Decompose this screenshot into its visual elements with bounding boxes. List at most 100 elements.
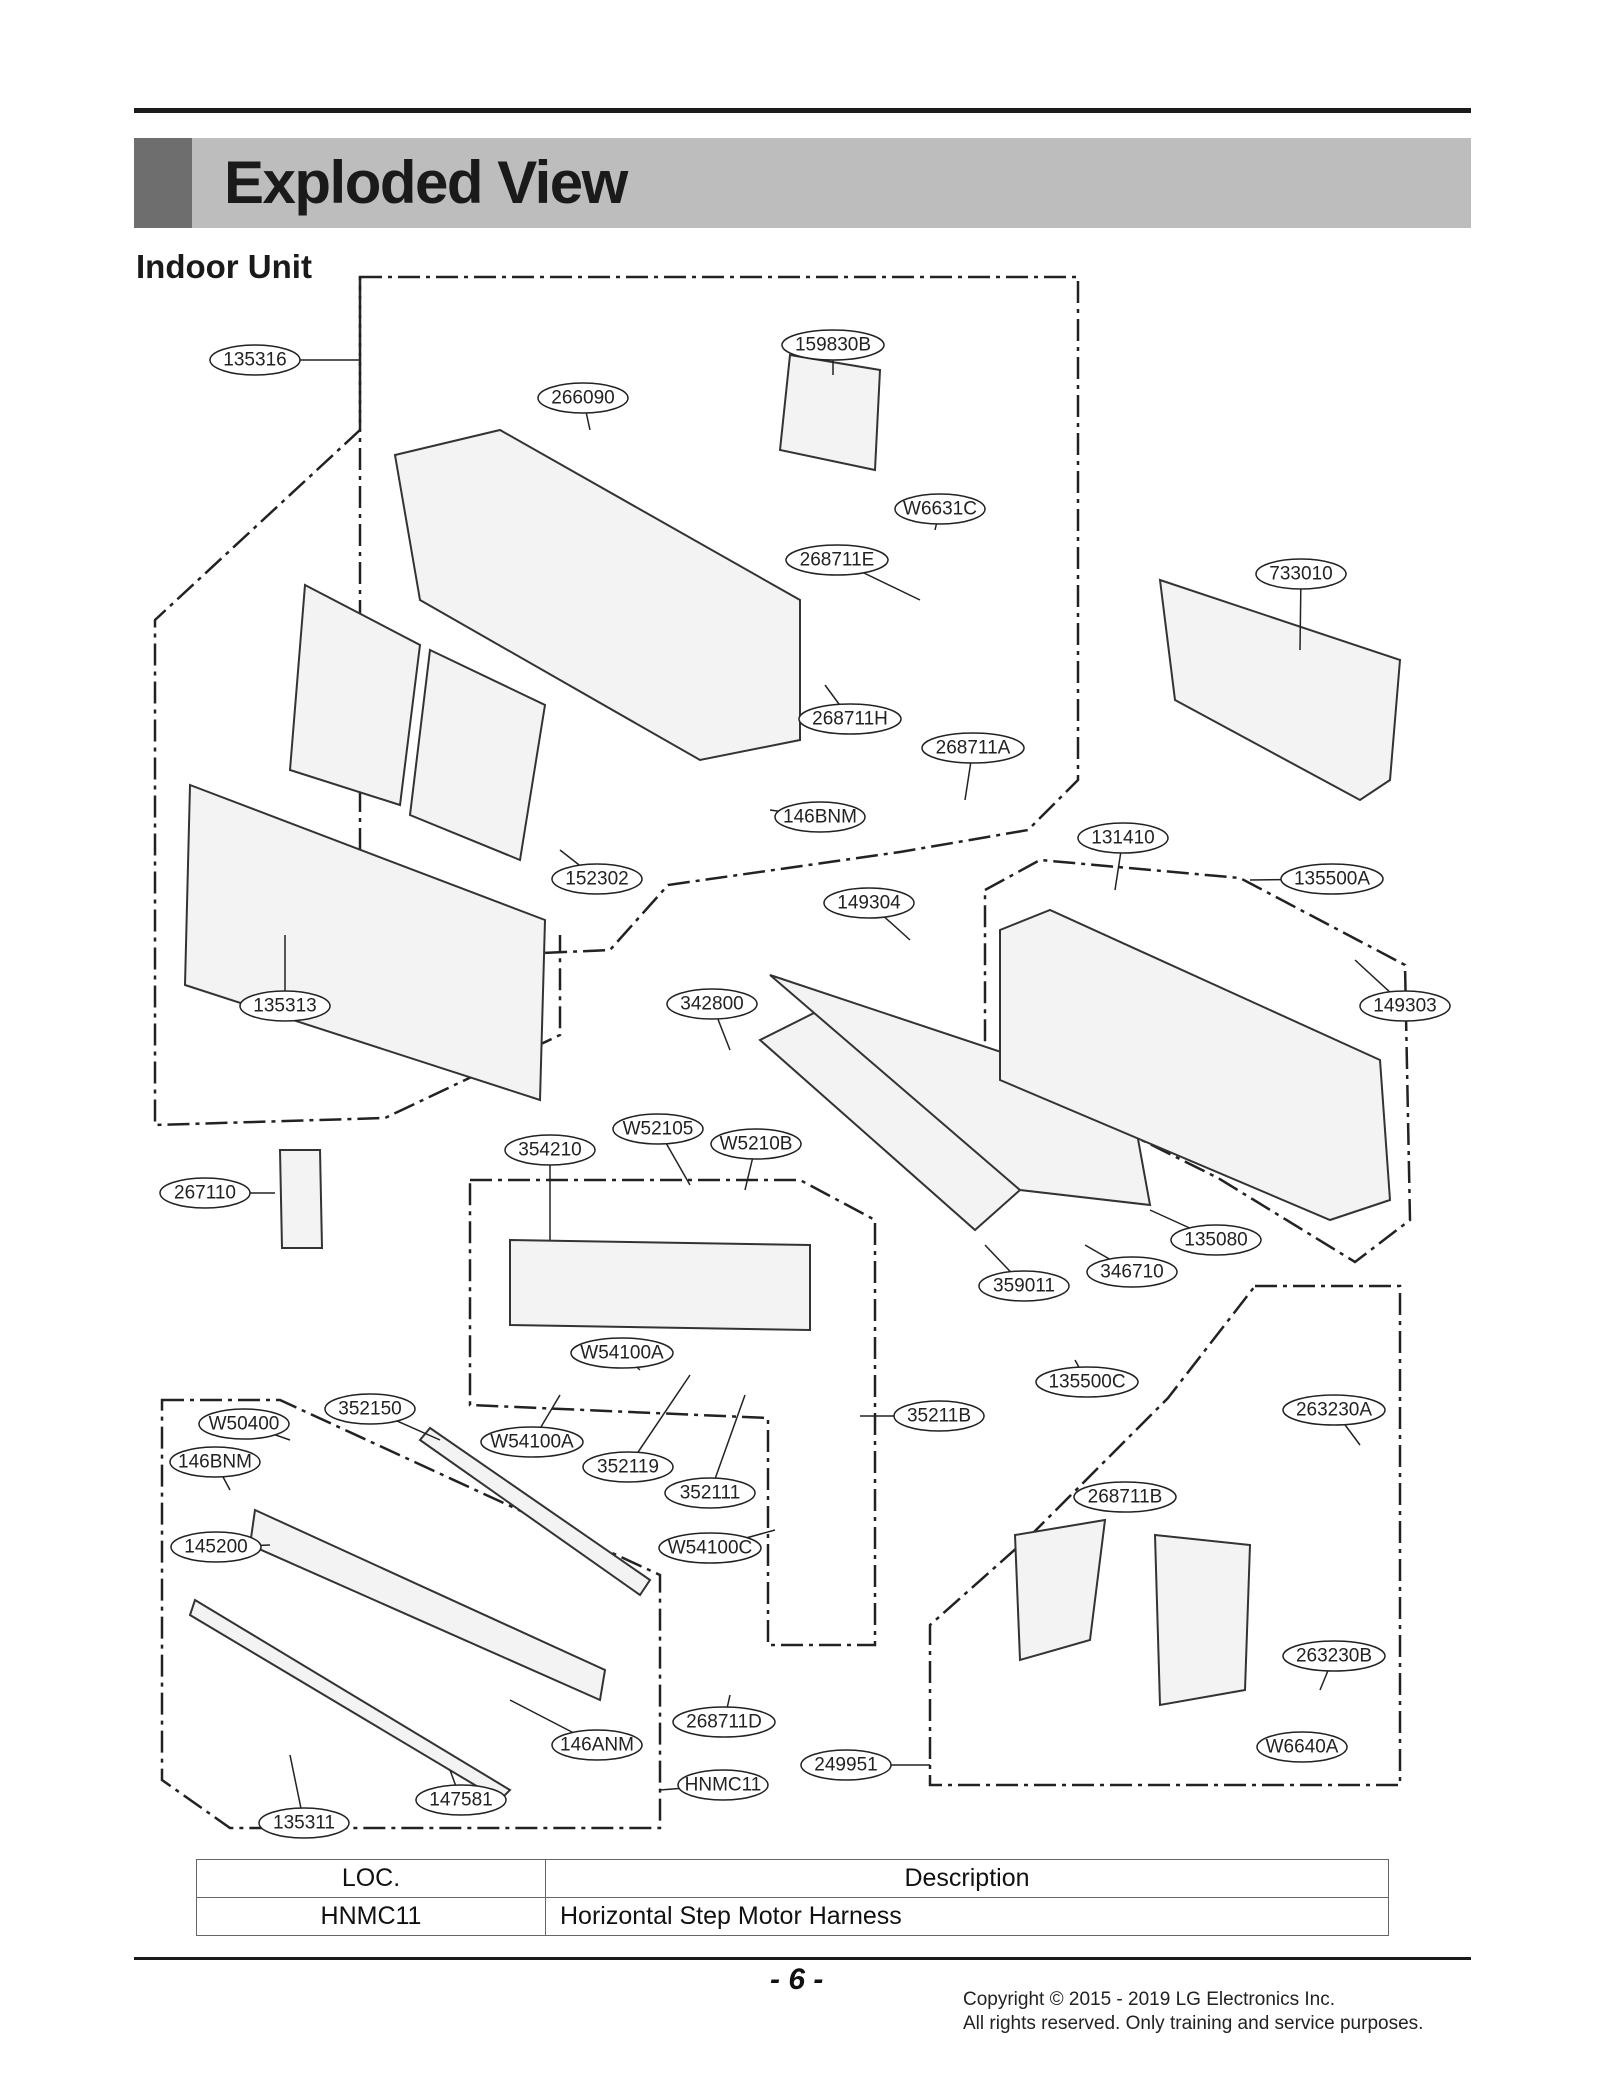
callout-bubble: [785, 544, 889, 576]
callout-146anm: 146ANM: [509, 1699, 643, 1761]
vane-assembly: [248, 1508, 607, 1702]
group-outline-control-box: [928, 1284, 1402, 1787]
callout-268711e: 268711E: [785, 544, 921, 601]
callout-263230b: 263230B: [1282, 1640, 1386, 1691]
callout-label: 267110: [174, 1183, 236, 1204]
callout-bubble: [1255, 558, 1347, 590]
callout-label: W6631C: [903, 499, 977, 520]
callout-bubble: [664, 1477, 756, 1509]
callout-label: W6640A: [1266, 1737, 1339, 1758]
callout-bubble: [582, 1451, 674, 1483]
callout-label: 145200: [184, 1537, 247, 1558]
callout-label: 268711D: [686, 1712, 762, 1733]
callout-label: 268711E: [800, 550, 875, 571]
drain-hose: [418, 1426, 652, 1597]
callout-label: 35211B: [907, 1406, 971, 1427]
display-pcb-assembly: [778, 353, 882, 472]
evaporator-coil: [509, 1238, 811, 1332]
callout-hnmc11: HNMC11: [659, 1769, 769, 1801]
callout-149303: 149303: [1354, 959, 1451, 1022]
callout-bubble: [710, 1128, 802, 1160]
callout-label: 249951: [814, 1755, 877, 1776]
callout-135500a: 135500A: [1249, 863, 1384, 895]
callout-label: W54100A: [490, 1432, 574, 1453]
callout-146bnm: 146BNM: [769, 801, 866, 833]
group-outline-evaporator: [468, 1178, 877, 1647]
callout-bubble: [1073, 1481, 1177, 1513]
callout-147581: 147581: [415, 1769, 507, 1816]
filter-right: [408, 648, 547, 862]
callout-bubble: [198, 1408, 290, 1440]
callout-268711h: 268711H: [798, 684, 902, 735]
copyright-line-2: All rights reserved. Only training and s…: [963, 2013, 1424, 2034]
callout-bubble: [677, 1769, 769, 1801]
callout-135316: 135316: [209, 344, 360, 376]
callout-label: 149304: [837, 893, 901, 914]
callout-35211b: 35211B: [860, 1400, 985, 1432]
callout-268711d: 268711D: [672, 1694, 776, 1738]
callout-bubble: [1256, 1731, 1348, 1763]
copyright-line-1: Copyright © 2015 - 2019 LG Electronics I…: [963, 1989, 1336, 2010]
callout-label: 352111: [680, 1483, 741, 1504]
group-outline-vane: [160, 1398, 662, 1830]
callout-label: 152302: [565, 869, 628, 890]
callout-bubble: [672, 1706, 776, 1738]
top-rule: [134, 108, 1471, 113]
callout-label: 352119: [597, 1457, 659, 1478]
callout-label: W52105: [623, 1119, 694, 1140]
control-box: [1153, 1533, 1252, 1707]
callout-bubble: [551, 1729, 643, 1761]
page-number: - 6 -: [770, 1963, 824, 1996]
callout-label: 149303: [1373, 996, 1436, 1017]
callout-346710: 346710: [1084, 1244, 1178, 1288]
callout-leader-line: [709, 1394, 746, 1494]
bottom-rule: [134, 1957, 1471, 1960]
callout-label: 135080: [1184, 1230, 1247, 1251]
callout-label: 146BNM: [783, 807, 857, 828]
callout-label: W5210B: [720, 1134, 793, 1155]
callout-bubble: [324, 1393, 416, 1425]
legend-row: HNMC11 Horizontal Step Motor Harness: [196, 1897, 1389, 1936]
callout-bubble: [894, 493, 986, 525]
callout-bubble: [921, 732, 1025, 764]
title-bar: Exploded View: [134, 138, 1471, 228]
legend-header-row: LOC. Description: [196, 1859, 1389, 1898]
callout-label: 159830B: [795, 335, 871, 356]
callout-label: 135316: [223, 350, 286, 371]
callout-label: 263230A: [1296, 1400, 1372, 1421]
remote-controller: [278, 1149, 324, 1249]
callout-bubble: [551, 863, 643, 895]
callout-bubble: [1359, 990, 1451, 1022]
callout-bubble: [1086, 1256, 1178, 1288]
callout-bubble: [774, 801, 866, 833]
callout-266090: 266090: [537, 382, 629, 431]
callout-bubble: [570, 1337, 674, 1369]
callout-w5210b: W5210B: [710, 1128, 802, 1191]
callout-bubble: [239, 990, 331, 1022]
callout-label: 146ANM: [560, 1735, 634, 1756]
callout-bubble: [1077, 822, 1169, 854]
callout-bubble: [666, 988, 758, 1020]
callout-label: W50400: [209, 1414, 280, 1435]
callout-152302: 152302: [551, 849, 643, 895]
legend-header-description: Description: [545, 1859, 1389, 1898]
callout-bubble: [209, 344, 301, 376]
callout-w54100a: W54100A: [480, 1394, 584, 1458]
callout-w54100c: W54100C: [658, 1529, 776, 1564]
callout-267110: 267110: [159, 1177, 275, 1209]
callout-249951: 249951: [800, 1749, 930, 1781]
callout-342800: 342800: [666, 988, 758, 1051]
callout-bubble: [781, 329, 885, 361]
callout-bubble: [537, 382, 629, 414]
callout-135313: 135313: [239, 935, 331, 1022]
filter-left: [288, 583, 422, 807]
callout-135311: 135311: [258, 1754, 350, 1839]
callout-w6631c: W6631C: [894, 493, 986, 531]
callout-263230a: 263230A: [1282, 1394, 1386, 1446]
callout-label: 147581: [429, 1790, 492, 1811]
callout-bubble: [798, 703, 902, 735]
callout-268711a: 268711A: [921, 732, 1025, 801]
callout-label: 354210: [518, 1140, 581, 1161]
callout-bubble: [415, 1784, 507, 1816]
